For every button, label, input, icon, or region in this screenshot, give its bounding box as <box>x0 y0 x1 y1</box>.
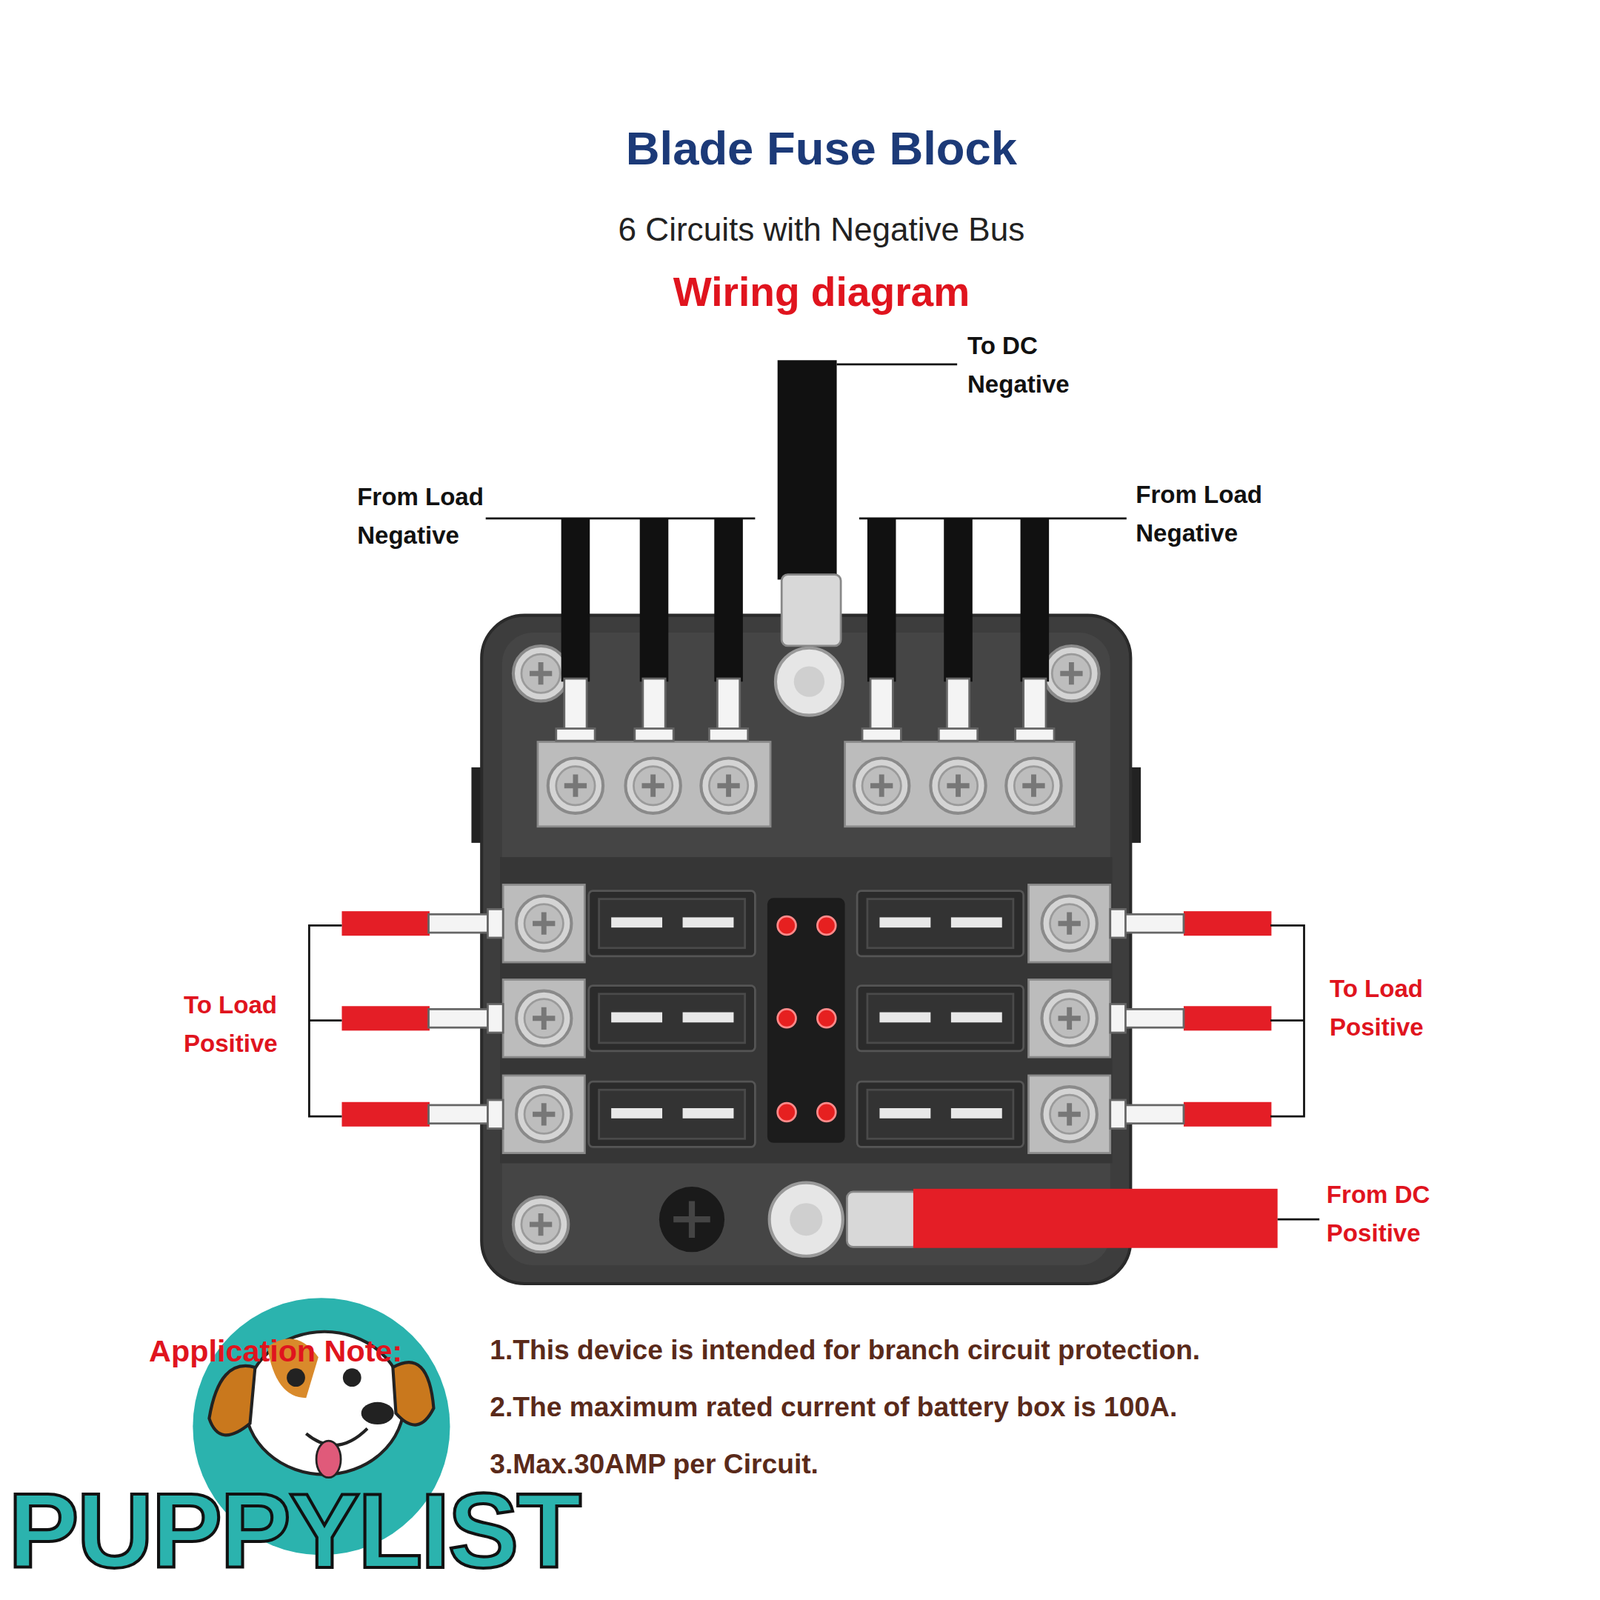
terminal-screw <box>1041 991 1097 1046</box>
wire-terminal <box>487 908 503 938</box>
wire-terminal <box>1110 1100 1126 1129</box>
red-wire <box>341 1005 429 1031</box>
wire-terminal <box>1124 1008 1184 1028</box>
wire-label: To Load Positive <box>183 985 305 1065</box>
wire-label: To Load Positive <box>1329 969 1451 1049</box>
wire-terminal <box>1124 914 1184 933</box>
wire-label: From DC Positive <box>1326 1175 1455 1255</box>
blade-fuse <box>588 1081 756 1147</box>
wire-terminal <box>428 1105 489 1124</box>
red-wire <box>341 1102 429 1127</box>
wire-terminal <box>1110 1004 1126 1034</box>
wire-terminal <box>487 1004 503 1034</box>
red-wire <box>1183 1102 1272 1127</box>
terminal-block <box>502 979 585 1058</box>
title: Blade Fuse Block <box>413 120 1230 178</box>
terminal-block <box>1028 1075 1111 1154</box>
watermark: PUPPYLIST <box>8 1467 723 1595</box>
terminal-screw <box>516 895 572 951</box>
section-heading: Wiring diagram <box>413 267 1230 317</box>
wire-terminal <box>428 1008 489 1028</box>
note-line: 3.Max.30AMP per Circuit. <box>489 1442 1572 1487</box>
blade-fuse <box>588 891 756 957</box>
note-heading: Application Note: <box>148 1326 486 1376</box>
wire-label: To DC Negative <box>967 326 1095 406</box>
blade-fuse <box>857 1081 1024 1147</box>
terminal-block <box>1028 884 1111 963</box>
blade-fuse <box>857 985 1024 1052</box>
wire-terminal <box>1124 1105 1184 1124</box>
wire-label: From Load Negative <box>357 477 511 557</box>
terminal-block <box>502 1075 585 1154</box>
red-wire <box>1183 911 1272 936</box>
note-line: 2.The maximum rated current of battery b… <box>489 1385 1572 1430</box>
blade-fuse <box>857 891 1024 957</box>
terminal-block <box>1028 979 1111 1058</box>
red-wire <box>1183 1005 1272 1031</box>
subtitle: 6 Circuits with Negative Bus <box>413 204 1230 258</box>
terminal-screw <box>1041 895 1097 951</box>
terminal-screw <box>516 1086 572 1142</box>
wire-terminal <box>1110 908 1126 938</box>
red-wire <box>341 911 429 936</box>
wire-terminal <box>487 1100 503 1129</box>
note-line: 1.This device is intended for branch cir… <box>489 1328 1572 1373</box>
terminal-screw <box>516 991 572 1046</box>
wire-terminal <box>428 914 489 933</box>
blade-fuse <box>588 985 756 1052</box>
terminal-block <box>502 884 585 963</box>
terminal-screw <box>1041 1086 1097 1142</box>
wire-label: From Load Negative <box>1135 475 1289 555</box>
